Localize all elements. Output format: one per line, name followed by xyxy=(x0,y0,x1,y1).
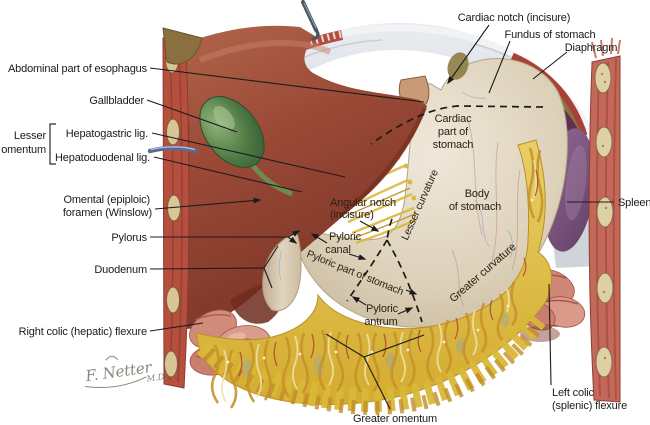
body-wall-left xyxy=(162,27,203,389)
leader-hepatogastric xyxy=(151,132,346,178)
leader-pyloric-canal-right xyxy=(348,253,367,260)
leader-pyloric-antrum-left xyxy=(351,296,367,306)
label-body-of-stomach-line1: Body xyxy=(465,188,490,200)
label-pyloric-antrum-line1: Pyloric xyxy=(366,303,399,315)
stomach xyxy=(298,58,568,328)
label-spleen: Spleen xyxy=(618,197,650,209)
cardiac-part-dashed-line xyxy=(370,105,544,145)
label-right-colic-flexure: Right colic (hepatic) flexure xyxy=(19,326,147,338)
pyloric-left-dashed-line xyxy=(346,239,388,302)
signature-name: F. Netter xyxy=(83,358,153,385)
label-lesser-omentum-line1: Lesser xyxy=(14,130,47,142)
label-left-colic-line2: (splenic) flexure xyxy=(552,400,627,412)
liver-edge-shade xyxy=(338,107,427,218)
lesser-omentum-bracket xyxy=(49,123,56,165)
label-pyloric-canal-line2: canal xyxy=(325,244,351,256)
label-cardiac-notch: Cardiac notch (incisure) xyxy=(458,12,571,24)
label-angular-notch-line1: Angular notch xyxy=(330,197,396,209)
label-pyloric-canal-line1: Pyloric xyxy=(329,231,362,243)
label-gallbladder: Gallbladder xyxy=(89,95,144,107)
label-omental-foramen-line1: Omental (epiploic) xyxy=(63,194,150,206)
leader-pyloric-part xyxy=(405,288,418,295)
signature-degree: M.D. xyxy=(145,372,167,385)
leader-pylorus-arrow-lower xyxy=(287,236,298,244)
label-hepatogastric-lig: Hepatogastric lig. xyxy=(66,128,148,140)
leader-pyloric-antrum-right xyxy=(397,307,414,315)
label-hepatoduodenal-lig: Hepatoduodenal lig. xyxy=(55,152,150,164)
painting xyxy=(147,0,621,416)
leader-angular-notch xyxy=(359,220,380,232)
probe xyxy=(147,145,199,154)
angular-notch-dashed-connector xyxy=(386,218,393,241)
label-angular-notch-line2: (incisure) xyxy=(330,209,374,221)
label-cardiac-part-line3: stomach xyxy=(433,139,474,151)
label-body-of-stomach-line2: of stomach xyxy=(449,201,501,213)
pyloric-right-dashed-line xyxy=(386,239,423,323)
label-left-colic-line1: Left colic xyxy=(552,387,595,399)
ligament-stump xyxy=(447,52,469,80)
leader-left-colic xyxy=(548,283,552,386)
signature-flourish xyxy=(85,355,147,389)
leader-omental-foramen xyxy=(154,197,262,210)
label-omental-foramen-line2: foramen (Winslow) xyxy=(63,207,152,219)
leader-right-colic xyxy=(149,322,204,332)
label-pylorus: Pylorus xyxy=(111,232,147,244)
label-cardiac-part-line2: part of xyxy=(438,126,469,138)
label-lesser-omentum-line2: omentum xyxy=(1,144,46,156)
liver-highlight xyxy=(198,39,332,63)
leader-cardiac-notch xyxy=(447,24,490,85)
dashed-boundaries xyxy=(346,105,544,323)
label-greater-omentum: Greater omentum xyxy=(353,413,437,425)
leader-gallbladder xyxy=(146,99,238,133)
label-pyloric-antrum-line2: antrum xyxy=(364,316,397,328)
stomach-vessels xyxy=(451,91,521,307)
greater-omentum xyxy=(196,139,553,416)
leader-esophagus xyxy=(149,67,425,103)
retractor-hook xyxy=(301,0,320,41)
label-cardiac-part-line1: Cardiac xyxy=(435,113,473,125)
leader-diaphragm xyxy=(532,51,568,80)
leader-hepatoduodenal xyxy=(153,156,303,193)
leader-pylorus-arrow-upper xyxy=(287,230,301,238)
gallbladder xyxy=(199,96,293,197)
duodenum xyxy=(262,232,302,312)
leader-fundus xyxy=(488,40,511,94)
leader-greater-omentum xyxy=(325,333,425,410)
leader-pyloric-canal-left xyxy=(310,233,328,244)
artist-signature: F. Netter M.D. xyxy=(83,355,167,389)
label-diaphragm: Diaphragm xyxy=(565,42,617,54)
label-abdominal-esophagus: Abdominal part of esophagus xyxy=(8,63,148,75)
label-fundus: Fundus of stomach xyxy=(505,29,596,41)
label-duodenum: Duodenum xyxy=(94,264,147,276)
leader-duodenum xyxy=(149,245,279,289)
leader-lines xyxy=(49,24,614,410)
body-wall-right xyxy=(588,37,621,403)
